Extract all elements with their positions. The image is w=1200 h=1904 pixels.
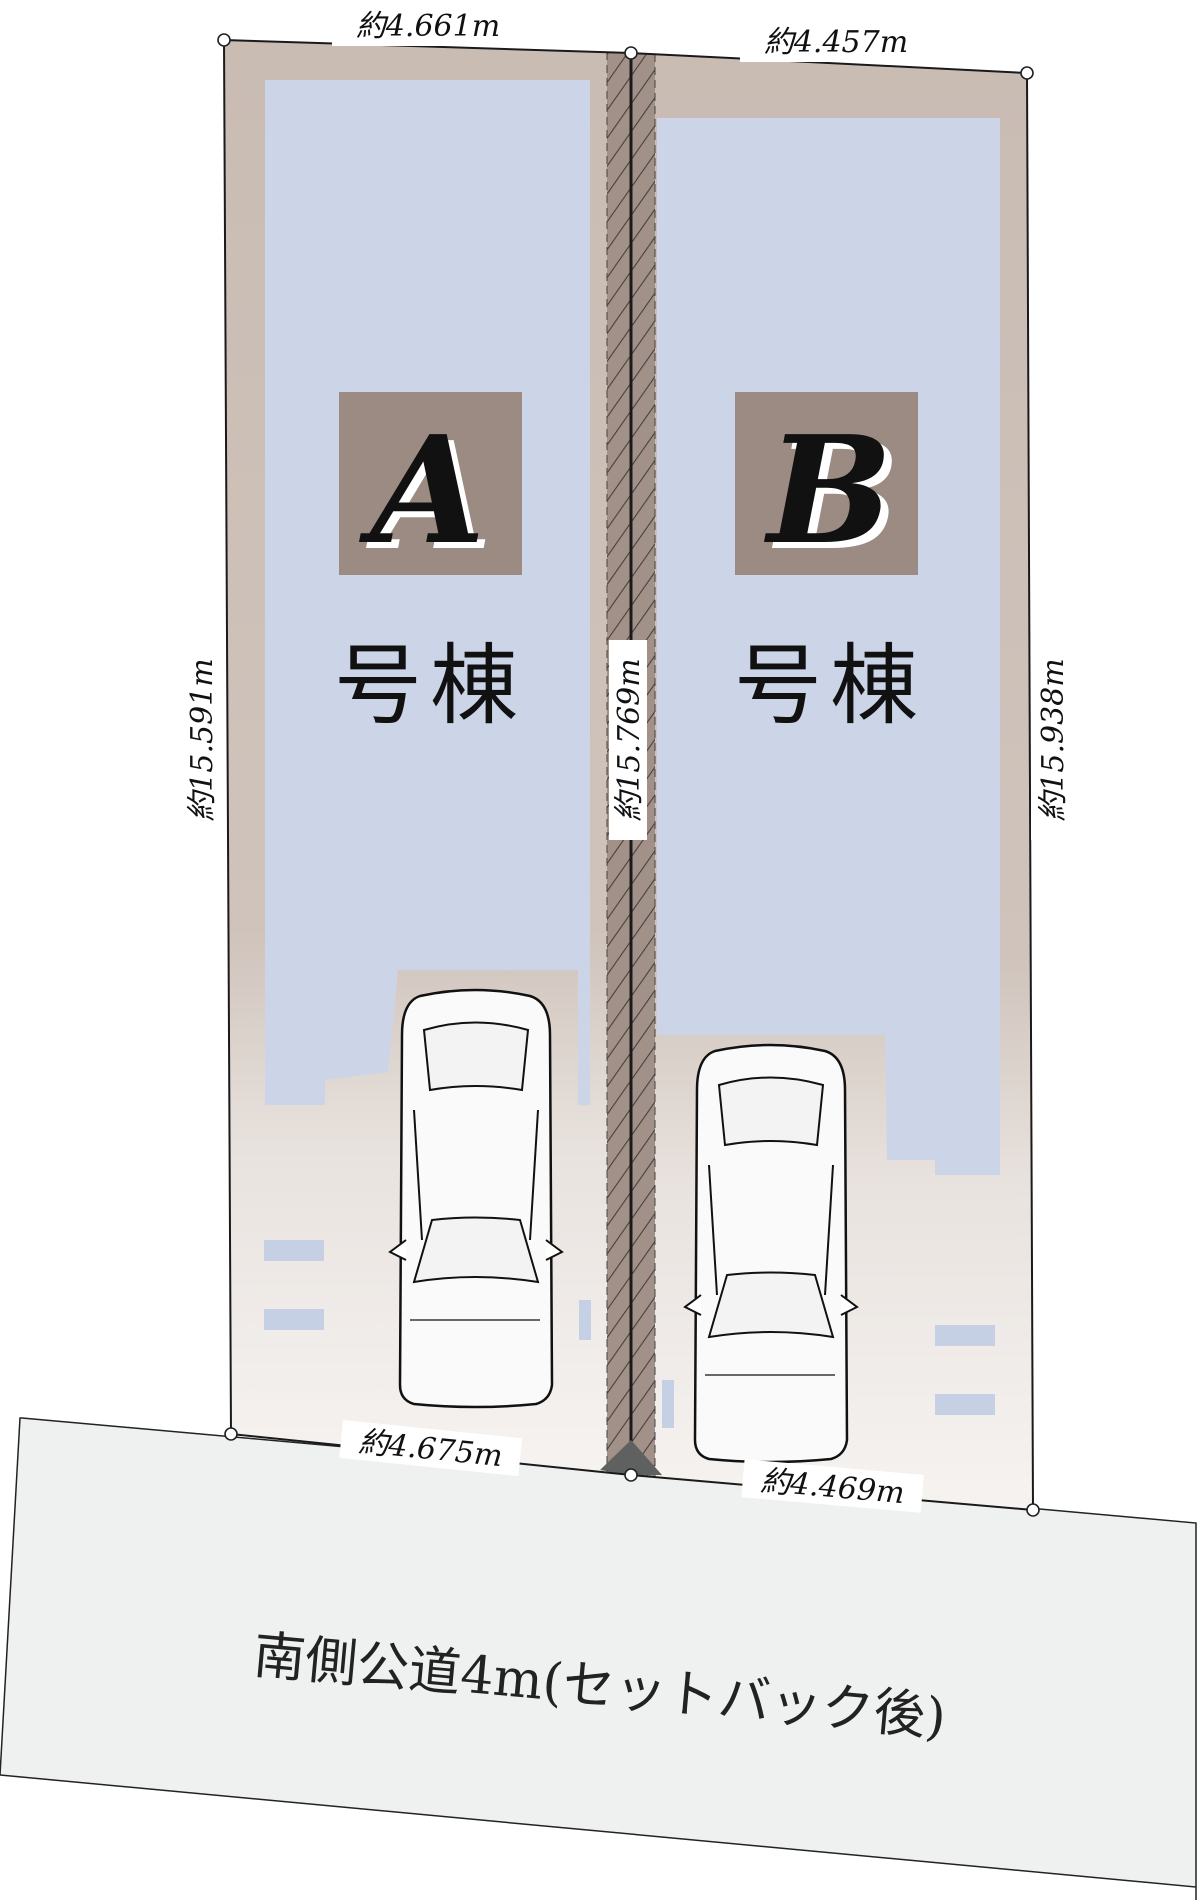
lot-a-letter: A: [359, 403, 486, 577]
lot-a-top-width: 約4.661m: [356, 9, 500, 44]
lot-b-letter: B: [763, 403, 892, 577]
lot-a-letter-shadow: A: [366, 409, 493, 583]
dimension-labels: 約4.661m 約4.457m 約15.591m 約15.769m 約15.93…: [180, 6, 1071, 1513]
corner-markers: [217, 33, 1040, 1517]
lot-b-letter-shadow: B: [771, 409, 900, 583]
lot-b-side-depth: 約15.938m: [1036, 658, 1071, 821]
parking-mark-icon: [600, 1440, 662, 1475]
parking-stripes: [264, 1240, 995, 1428]
car-icon: [683, 1043, 859, 1464]
lot-b-building: [657, 118, 1000, 1175]
lot-a-house-label: 号棟: [334, 634, 526, 737]
lot-a-side-depth: 約15.591m: [185, 658, 220, 821]
shared-depth: 約15.769m: [612, 658, 647, 821]
lot-b-house-label: 号棟: [734, 634, 926, 737]
road-surface: [0, 1417, 1197, 1900]
lot-b-top-width: 約4.457m: [764, 25, 908, 60]
lot-a-building: [265, 80, 590, 1105]
lot-b-badge: B B: [735, 392, 918, 583]
lot-a-badge: A A: [339, 392, 522, 583]
south-road: [0, 1417, 1197, 1900]
car-icon: [388, 988, 564, 1409]
